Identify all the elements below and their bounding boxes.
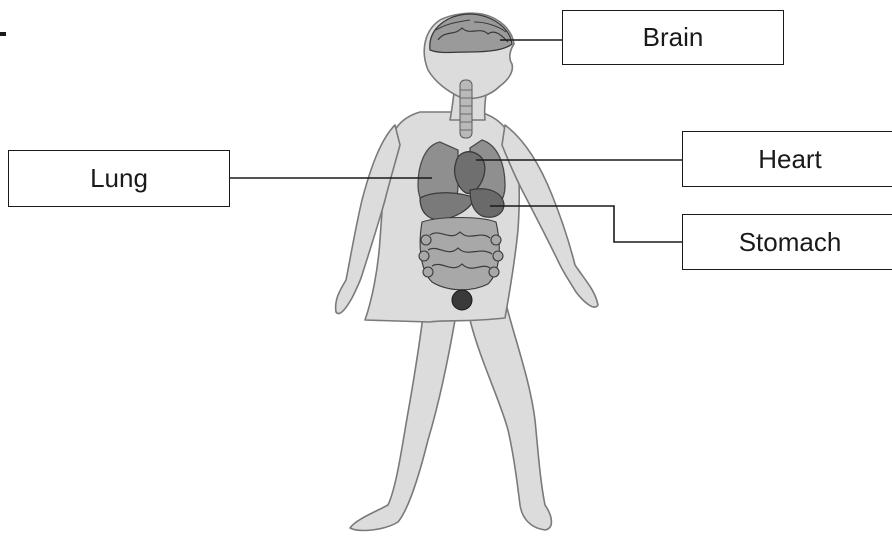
bladder (452, 290, 472, 310)
left-leg (350, 300, 455, 530)
stomach-label: Stomach (682, 214, 892, 270)
heart-label: Heart (682, 131, 892, 187)
trachea (460, 80, 472, 138)
lung-label: Lung (8, 150, 230, 207)
intestines (419, 218, 503, 290)
right-leg (470, 300, 551, 530)
brain-label: Brain (562, 10, 784, 65)
